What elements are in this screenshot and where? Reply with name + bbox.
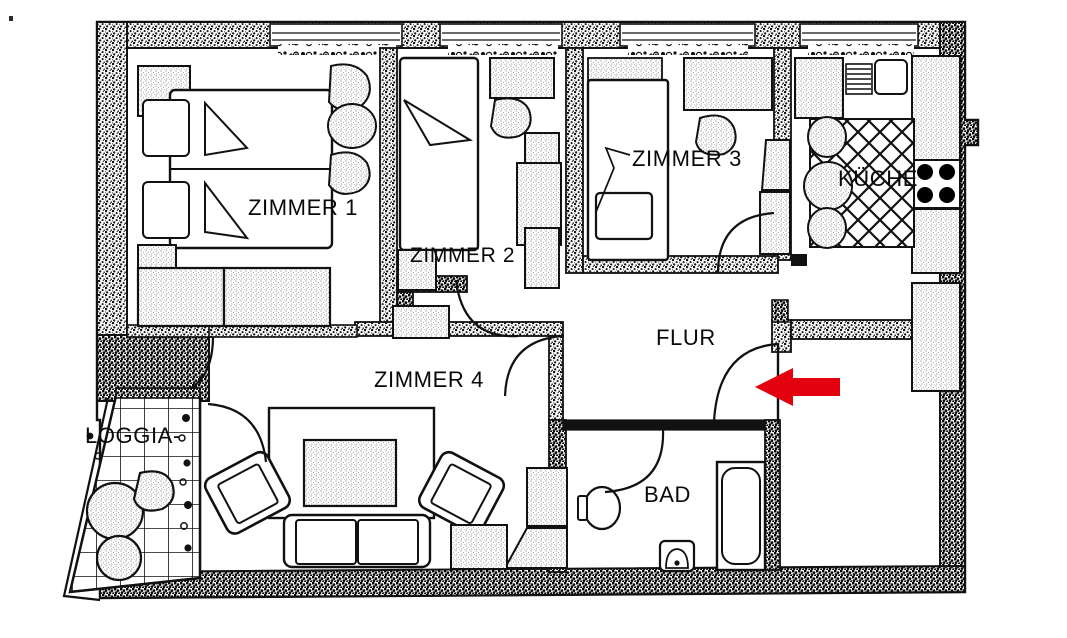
room-zimmer-1 [136, 63, 377, 401]
wall-jamb-kitchen [771, 299, 789, 323]
nightstand-upper [142, 99, 190, 157]
door-swing-bad [604, 429, 665, 494]
nightstand-lower [142, 181, 190, 239]
arrow-icon [755, 368, 840, 406]
room-label-loggia: LOGGIA- [85, 423, 181, 448]
loggia-table [85, 481, 145, 541]
door-swing-zimmer2 [454, 279, 519, 338]
wall-z2-z3 [565, 47, 584, 274]
toilet [577, 485, 622, 531]
room-label-flur: FLUR [656, 325, 716, 350]
room-bad [577, 429, 767, 573]
kitchen-counter-left [794, 57, 844, 119]
wall-z1-z2 [379, 47, 398, 324]
duvet-fold-top [204, 100, 250, 157]
armchair-3 [327, 151, 371, 195]
kitchen-threshold [791, 254, 807, 266]
single-bed-z2 [398, 56, 480, 252]
kitchen-counter-right-lower [911, 208, 961, 274]
room-zimmer-3 [586, 57, 791, 274]
sideboard-right-lower [503, 527, 568, 569]
wall-bad-top [562, 419, 779, 431]
room-label-zimmer-2: ZIMMER 2 [410, 244, 515, 267]
stove-four-burner-icon [911, 159, 961, 209]
sideboard-bottom [450, 524, 508, 570]
sofa [282, 513, 432, 569]
wall-bad-right [764, 419, 781, 571]
room-label-zimmer-3: ZIMMER 3 [632, 146, 742, 171]
armchair-right [417, 450, 506, 535]
loggia-chair-2 [95, 534, 143, 582]
cabinet-z2 [397, 249, 437, 291]
top-wall [96, 21, 966, 55]
door-swing-zimmer4 [503, 334, 564, 397]
entrance-door-swing [712, 342, 779, 423]
shelf-z2-c [524, 227, 560, 289]
room-zimmer-4 [198, 334, 568, 570]
dresser-z2 [489, 57, 555, 99]
duvet-fold-bottom [204, 180, 250, 240]
kitchen-chair-2 [807, 207, 847, 249]
cabinet-z2-lower [392, 305, 450, 339]
room-zimmer-2 [392, 56, 562, 339]
wall-z4-top [354, 321, 564, 337]
entrance-door-arrow [755, 368, 840, 406]
armchair-2 [327, 103, 377, 149]
wall-flur-right-upper [771, 319, 792, 353]
desk-z3 [594, 191, 654, 241]
room-label-zimmer-4: ZIMMER 4 [374, 367, 484, 392]
room-kueche [791, 55, 961, 392]
loggia-plants [86, 414, 192, 552]
kitchen-tall-cabinet [911, 282, 961, 392]
loggia-chair-1 [132, 470, 175, 512]
coffee-table [302, 438, 398, 508]
bathtub [715, 460, 767, 572]
scan-speck [9, 16, 13, 21]
room-label-zimmer-1: ZIMMER 1 [248, 195, 358, 220]
wall-z4-flur [548, 335, 564, 421]
sideboard-right-upper [526, 467, 568, 527]
kitchen-counter-right-upper [911, 55, 961, 161]
shower-tray [658, 539, 696, 573]
cabinet-z3-a [760, 139, 791, 191]
wardrobe-z3 [683, 57, 773, 111]
door-swing-loggia [207, 402, 268, 463]
leader-line-zimmer3 [595, 146, 631, 213]
room-loggia [62, 387, 202, 602]
armchair-left [203, 450, 292, 535]
room-label-kueche: KÜCHE [838, 166, 918, 191]
sideboard-b [222, 266, 332, 328]
room-labels: ZIMMER 1 ZIMMER 2 ZIMMER 3 ZIMMER 4 KÜCH… [85, 146, 918, 507]
room-label-bad: BAD [644, 482, 691, 507]
cabinet-z3-b [759, 191, 791, 255]
duvet-fold-z2 [403, 99, 473, 147]
loggia-top-band [115, 387, 201, 399]
door-swing-zimmer3 [716, 211, 775, 274]
sink-drainer-icon [845, 63, 873, 95]
sink-basin [874, 59, 908, 95]
bottom-wall [99, 564, 966, 600]
armchair-z3 [694, 114, 737, 156]
loggia-railing [62, 397, 110, 602]
sideboard-a [136, 266, 226, 328]
kitchen-chair-1 [807, 116, 847, 158]
armchair-z2 [489, 97, 532, 139]
